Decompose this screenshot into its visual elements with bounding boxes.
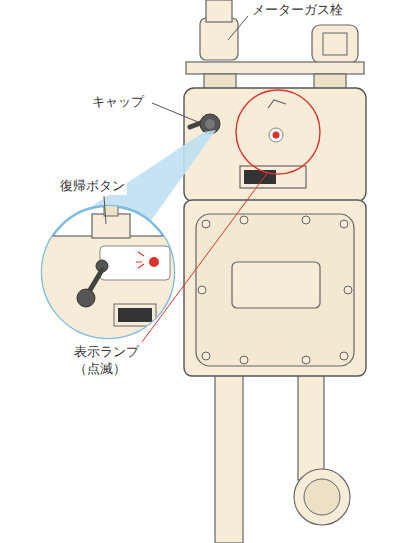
part-label: 表示ランプ （点滅） bbox=[72, 344, 154, 378]
part-label: 復帰ボタン bbox=[58, 178, 127, 195]
part-label: キャップ bbox=[90, 94, 146, 111]
part-label: メーターガス栓 bbox=[250, 2, 345, 19]
